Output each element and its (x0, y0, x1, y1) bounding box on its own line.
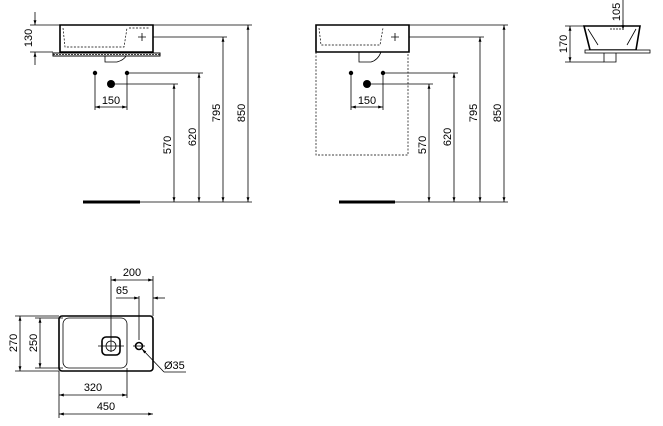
basin-outline (59, 24, 154, 53)
front-view-pedestal: 150 570 620 795 850 (315, 24, 508, 204)
dim-depth-outer: 270 (8, 334, 20, 352)
plan-view: 270 250 200 65 320 450 Ø35 (8, 267, 186, 418)
pedestal-outline (315, 52, 409, 156)
waste-outlet (104, 55, 127, 63)
waste-outlet (358, 51, 382, 63)
front-view: 130 150 570 620 795 850 (23, 12, 252, 204)
dim-waste-spacing: 150 (358, 95, 376, 107)
dim-850: 850 (236, 104, 248, 122)
tap-hole-icon (391, 33, 399, 41)
tap-hole-icon (138, 33, 146, 41)
dim-tap-hole: Ø35 (164, 360, 185, 372)
dim-tap-height: 105 (611, 3, 623, 21)
dim-width: 450 (97, 401, 115, 413)
dim-height: 130 (23, 29, 35, 47)
dim-795: 795 (211, 104, 223, 122)
side-view: 170 105 (558, 0, 651, 63)
dim-tap-offset: 65 (116, 285, 128, 297)
dim-570: 570 (417, 136, 429, 154)
dim-waste-offset: 200 (123, 267, 141, 279)
dim-height: 170 (558, 35, 570, 53)
dim-620: 620 (187, 128, 199, 146)
dim-depth-inner: 250 (28, 334, 40, 352)
dim-bowl-width: 320 (84, 382, 102, 394)
dim-waste-spacing: 150 (102, 95, 120, 107)
dim-620: 620 (442, 128, 454, 146)
dim-570: 570 (162, 136, 174, 154)
dim-795: 795 (468, 104, 480, 122)
dim-850: 850 (492, 104, 504, 122)
